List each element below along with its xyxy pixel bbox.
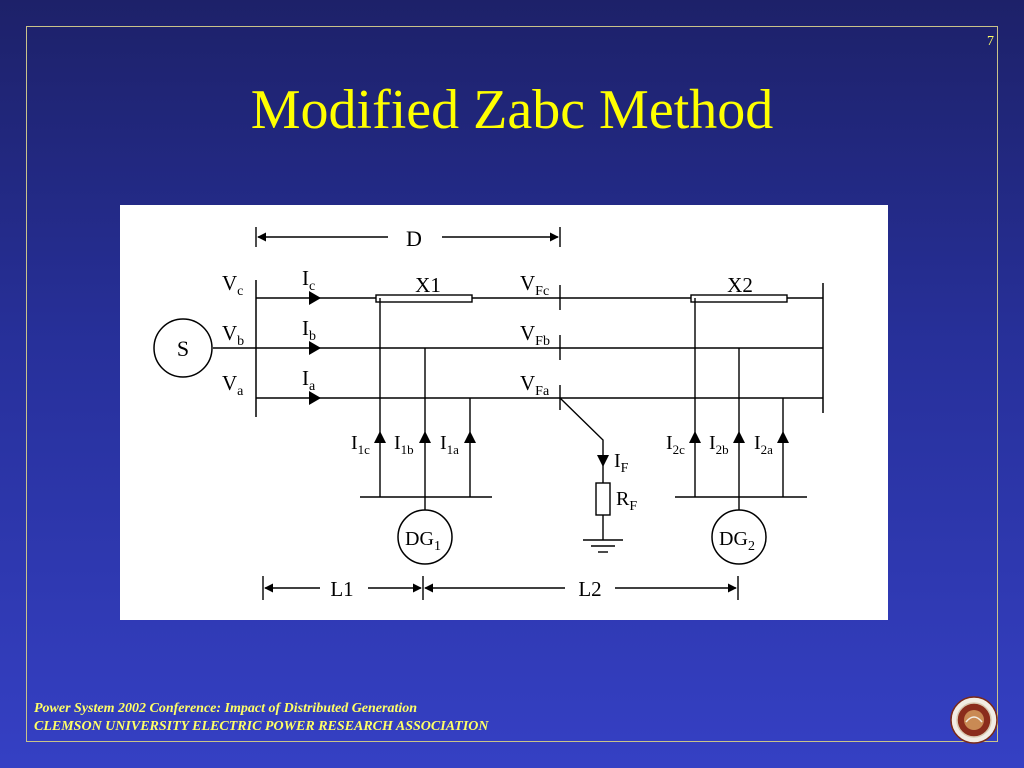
distance-dimension: D [255, 226, 561, 251]
rf-label: RF [616, 488, 637, 514]
ib-arrow [309, 341, 321, 355]
page-number: 7 [987, 34, 994, 49]
va-label: Va [222, 371, 244, 399]
footer-conference: Power System 2002 Conference: Impact of … [34, 701, 418, 716]
slide-title: Modified Zabc Method [250, 79, 774, 141]
footer-association: CLEMSON UNIVERSITY ELECTRIC POWER RESEAR… [34, 719, 489, 734]
i1a-arrow [464, 431, 476, 443]
l1-label: L1 [330, 577, 353, 601]
vfb-label: VFb [520, 321, 550, 349]
university-seal-icon [950, 696, 998, 744]
fault-branch [559, 397, 623, 553]
segment-dimensions: L1 L2 [262, 576, 739, 601]
x1-impedance [375, 294, 473, 303]
i2c-label: I2c [666, 432, 685, 457]
dg1-label: DG1 [405, 528, 441, 554]
dg2-branch: DG2 [675, 298, 807, 565]
i1c-label: I1c [351, 432, 370, 457]
distance-label: D [406, 226, 422, 251]
i2c-arrow [689, 431, 701, 443]
i1a-label: I1a [440, 432, 459, 457]
x1-label: X1 [415, 273, 441, 297]
source: S [153, 318, 213, 378]
ic-label: Ic [302, 266, 315, 294]
i2a-label: I2a [754, 432, 773, 457]
if-label: IF [614, 450, 629, 476]
i1b-arrow [419, 431, 431, 443]
dg1-branch: DG1 [360, 298, 492, 565]
ia-arrow [309, 391, 321, 405]
vfa-label: VFa [520, 371, 550, 399]
i2a-arrow [777, 431, 789, 443]
source-label: S [177, 336, 189, 361]
i1c-arrow [374, 431, 386, 443]
fault-resistor [595, 482, 611, 516]
if-arrow [597, 455, 609, 467]
ic-arrow [309, 291, 321, 305]
i2b-arrow [733, 431, 745, 443]
vb-label: Vb [222, 321, 244, 349]
x2-label: X2 [727, 273, 753, 297]
ib-label: Ib [302, 316, 316, 344]
ia-label: Ia [302, 366, 316, 394]
l2-label: L2 [578, 577, 601, 601]
x2-impedance [690, 294, 788, 303]
i1b-label: I1b [394, 432, 414, 457]
vfc-label: VFc [520, 271, 549, 299]
vc-label: Vc [222, 271, 243, 299]
dg2-label: DG2 [719, 528, 755, 554]
slide-frame [26, 26, 998, 742]
footer: Power System 2002 Conference: Impact of … [34, 700, 489, 736]
circuit-diagram: D S X1 X2 Vc Vb Va Ic Ib Ia VFc VFb VFa [120, 205, 888, 620]
i2b-label: I2b [709, 432, 729, 457]
